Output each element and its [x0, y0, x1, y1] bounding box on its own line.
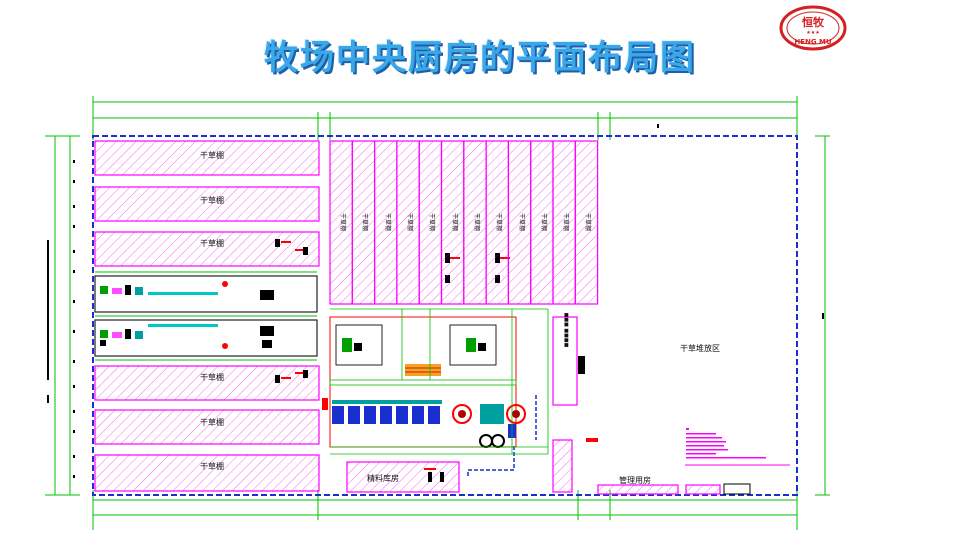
- vertical-shed-label: 干草棚: [495, 213, 503, 231]
- top-dim-tick: [657, 124, 659, 128]
- vertical-shed-label: 干草棚: [584, 213, 592, 231]
- page-title: 牧场中央厨房的平面布局图: [264, 38, 696, 78]
- logo-cn-text: 恒牧: [802, 15, 825, 29]
- left-hay-sheds-bottom: 干草棚 干草棚 干草棚: [94, 365, 320, 492]
- site-boundary: [92, 135, 798, 496]
- feed-warehouse: 精料库房: [346, 461, 460, 493]
- vertical-shed-label: 干草棚: [473, 213, 481, 231]
- vertical-hay-sheds: 干草棚 干草棚 干草棚 干草棚 干草棚 干草棚 干草棚 干草棚 干草棚 干草棚 …: [329, 140, 599, 305]
- vertical-shed-label: 干草棚: [428, 213, 436, 231]
- vertical-shed-label: 干草棚: [384, 213, 392, 231]
- management-building: 管理用房: [597, 475, 751, 495]
- vertical-shed-label: 干草棚: [339, 213, 347, 231]
- vertical-shed-label: 干草棚: [451, 213, 459, 231]
- left-hay-sheds-top: 干草棚 干草棚 干草棚: [94, 140, 320, 267]
- notes-block: [685, 428, 790, 466]
- side-room-label-a: ■■■ ■■■■: [563, 313, 569, 348]
- management-room-label: 管理用房: [619, 475, 651, 485]
- processing-lines: [94, 271, 318, 361]
- vertical-shed-label: 干草棚: [406, 213, 414, 231]
- feed-warehouse-label: 精料库房: [367, 473, 399, 483]
- logo-stars: ★★★: [806, 30, 820, 36]
- hay-shed-label: 干草棚: [200, 417, 224, 427]
- hay-shed-label: 干草棚: [200, 372, 224, 382]
- grid-lines: [330, 308, 549, 455]
- vertical-shed-label: 干草棚: [361, 213, 369, 231]
- vertical-shed-label: 干草棚: [540, 213, 548, 231]
- hay-shed-label: 干草棚: [200, 150, 224, 160]
- hay-shed-label: 干草棚: [200, 461, 224, 471]
- right-dim-tick: [822, 313, 824, 319]
- side-rooms: ■■■ ■■■■: [552, 313, 598, 493]
- central-kitchen: [322, 316, 537, 478]
- hay-shed-label: 干草棚: [200, 238, 224, 248]
- company-logo: 恒牧 ★★★ HENG MU: [779, 5, 847, 51]
- hay-shed-label: 干草棚: [200, 195, 224, 205]
- logo-en-text: HENG MU: [794, 38, 832, 46]
- left-dimension-ticks: [47, 160, 75, 478]
- vertical-shed-label: 干草棚: [518, 213, 526, 231]
- vertical-shed-label: 干草棚: [562, 213, 570, 231]
- hay-stack-area-label: 干草堆放区: [680, 343, 720, 353]
